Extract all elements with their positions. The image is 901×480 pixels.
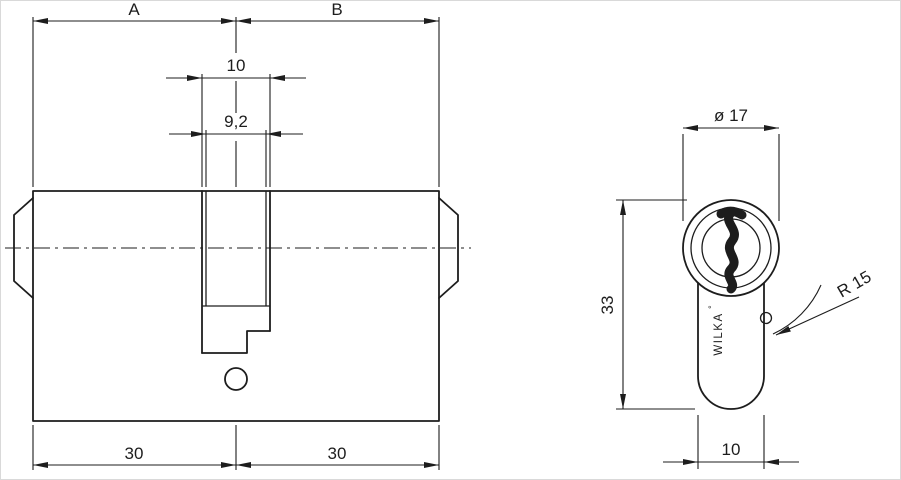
mounting-screw-hole (224, 367, 248, 391)
front-view: WILKA ° (682, 199, 780, 410)
barrel-chamfer-right (438, 197, 459, 299)
dim-label-cam-width: 10 (227, 56, 246, 75)
dim-label-radius: R 15 (834, 267, 875, 301)
keyway-wavy-channel (724, 208, 739, 294)
dim-label-diameter: ø 17 (714, 106, 748, 125)
dim-label-30-right: 30 (328, 444, 347, 463)
dim-label-b: B (331, 1, 342, 19)
brand-mark: ° (707, 305, 717, 309)
barrel-outer-circle (682, 199, 780, 297)
dim-label-cam-inner-width: 9,2 (224, 112, 248, 131)
dim-label-a: A (128, 1, 140, 19)
dim-label-height: 33 (598, 296, 617, 315)
side-view-dimensions: A B 10 9,2 30 30 (32, 1, 440, 470)
side-view (5, 190, 471, 422)
dim-label-30-left: 30 (125, 444, 144, 463)
body-profile-outline (697, 282, 765, 410)
side-screw-detail (759, 311, 773, 325)
dim-label-body-width: 10 (722, 440, 741, 459)
brand-label: WILKA (713, 312, 725, 355)
radius-leader-line (775, 296, 860, 336)
cylinder-body-outline (32, 190, 440, 422)
cam-assembly (201, 190, 271, 354)
radius-reference-arc (772, 284, 822, 335)
cam-tail-outline (201, 330, 271, 354)
keyway-profile (716, 206, 747, 294)
